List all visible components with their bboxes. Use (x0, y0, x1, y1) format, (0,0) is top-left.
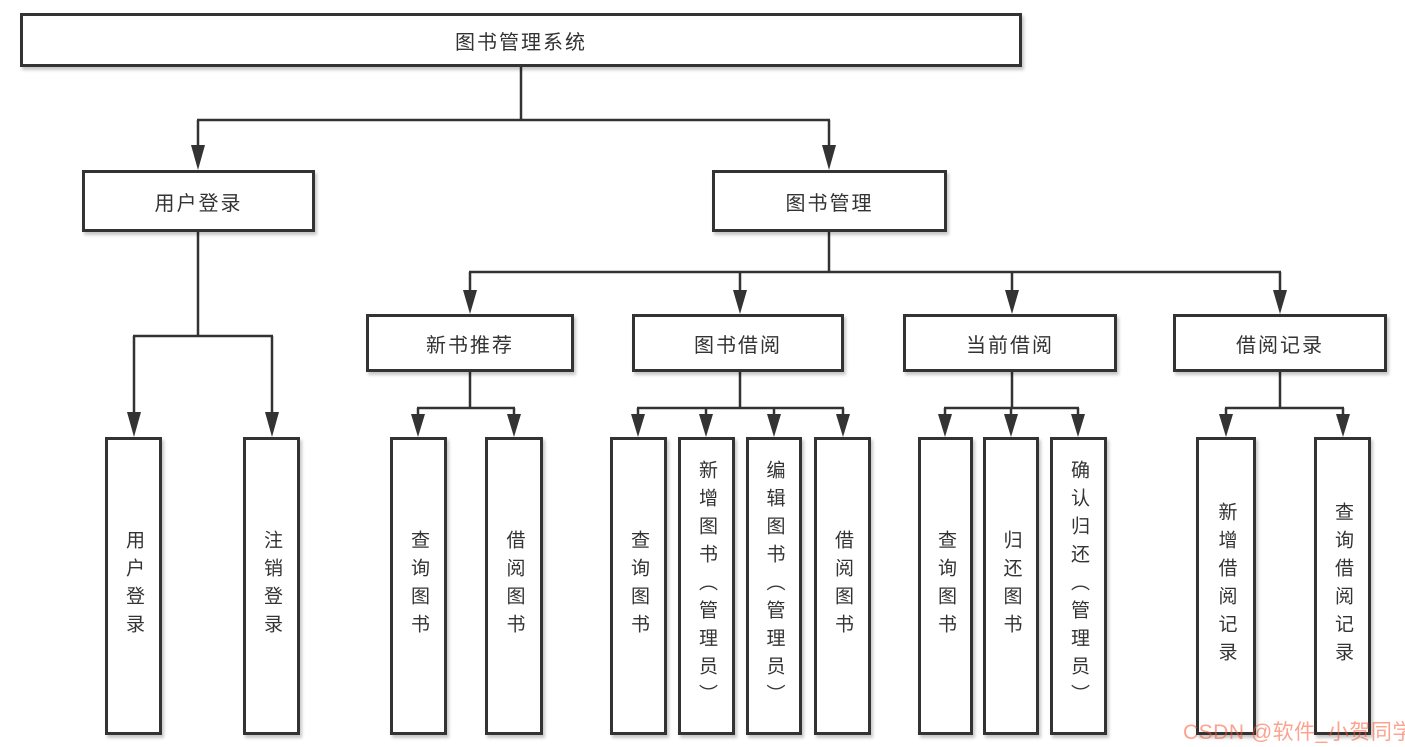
node-label: 新增图书（管理员） (696, 460, 717, 712)
leaf-query-borrow-record: 查询借阅记录 (1314, 437, 1371, 735)
node-label: 图书管理系统 (455, 31, 587, 54)
node-label: 查询图书 (935, 530, 956, 642)
node-label: 注销登录 (261, 530, 282, 642)
node-label: 新增借阅记录 (1215, 502, 1237, 670)
leaf-query-books-current: 查询图书 (918, 437, 973, 735)
leaf-user-login: 用户登录 (105, 437, 162, 735)
node-book-borrowing: 图书借阅 (632, 314, 844, 372)
node-new-book-recommend: 新书推荐 (366, 314, 574, 372)
leaf-add-borrow-record: 新增借阅记录 (1196, 437, 1256, 735)
node-user-login: 用户登录 (82, 170, 315, 232)
node-book-management: 图书管理 (712, 170, 947, 232)
node-label: 查询图书 (408, 530, 429, 642)
node-current-borrowing: 当前借阅 (903, 314, 1117, 372)
node-label: 新书推荐 (426, 334, 514, 357)
leaf-confirm-return-admin: 确认归还（管理员） (1050, 437, 1107, 735)
node-label: 用户登录 (154, 192, 243, 215)
node-label: 图书管理 (785, 192, 874, 215)
leaf-borrow-books: 借阅图书 (814, 437, 871, 735)
node-label: 用户登录 (123, 530, 144, 642)
leaf-logout: 注销登录 (243, 437, 300, 735)
node-borrowing-records: 借阅记录 (1173, 314, 1387, 372)
leaf-return-book: 归还图书 (983, 437, 1039, 735)
node-label: 查询借阅记录 (1332, 502, 1353, 670)
leaf-edit-book-admin: 编辑图书（管理员） (746, 437, 802, 735)
leaf-query-books-borrowing: 查询图书 (610, 437, 667, 735)
node-label: 借阅图书 (832, 530, 853, 642)
node-label: 编辑图书（管理员） (763, 460, 785, 712)
node-label: 借阅图书 (503, 530, 525, 642)
csdn-watermark: CSDN @软件_小贺同学 (1183, 721, 1405, 744)
node-root: 图书管理系统 (20, 13, 1022, 67)
node-label: 借阅记录 (1236, 334, 1324, 357)
node-label: 确认归还（管理员） (1068, 460, 1089, 712)
leaf-add-book-admin: 新增图书（管理员） (678, 437, 735, 735)
node-label: 当前借阅 (966, 334, 1054, 357)
arrowhead-icons (127, 145, 1350, 437)
leaf-borrow-books-recommend: 借阅图书 (485, 437, 543, 735)
node-label: 归还图书 (1000, 530, 1022, 642)
node-label: 图书借阅 (694, 334, 782, 357)
node-label: 查询图书 (628, 530, 649, 642)
leaf-query-books-recommend: 查询图书 (390, 437, 447, 735)
